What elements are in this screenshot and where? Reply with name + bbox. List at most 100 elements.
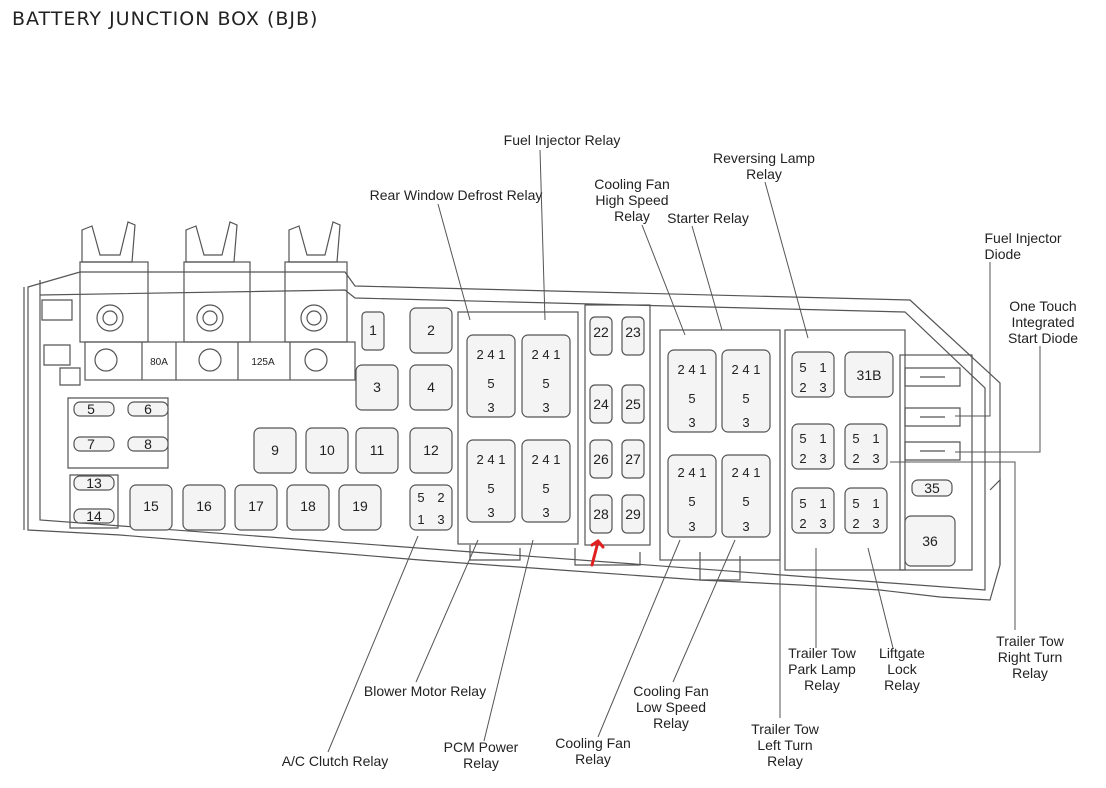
- pin-3: 3: [742, 519, 749, 534]
- fuse-36-box: [904, 515, 956, 567]
- housing-inner-outline: [39, 289, 986, 591]
- label-pcm-power-relay: PCM Power Relay: [443, 739, 519, 771]
- pin-5: 5: [799, 431, 806, 446]
- fuse-25-label: 25: [625, 396, 641, 412]
- fuse-1-box: [361, 311, 385, 351]
- leader-reversing-lamp: [764, 181, 809, 339]
- fuse-7-label: 7: [87, 436, 95, 452]
- relay-starter-box: [721, 349, 771, 433]
- pin-2: 2: [852, 451, 859, 466]
- label-cooling-fan-low-speed-relay: Cooling Fan Low Speed Relay: [633, 683, 709, 731]
- fuse-16-box: [182, 484, 226, 531]
- pin-5: 5: [799, 496, 806, 511]
- pin-3: 3: [542, 400, 549, 415]
- fuse-14-label: 14: [86, 508, 102, 524]
- fuse-27-box: [621, 439, 645, 479]
- fuse-9-box: [253, 427, 297, 474]
- pin-1: 1: [819, 360, 826, 375]
- pin-241: 2 4 1: [732, 465, 761, 480]
- label-liftgate-lock-relay: Liftgate Lock Relay: [879, 645, 925, 693]
- fuse-13-label: 13: [86, 475, 102, 491]
- label-trailer-tow-park-lamp-relay: Trailer Tow Park Lamp Relay: [788, 645, 856, 693]
- fuse-6-box: [127, 401, 169, 417]
- fuse-22-box: [589, 316, 613, 356]
- mega-fuse-125a-label: 125A: [251, 357, 275, 368]
- fuse-3-box: [355, 364, 399, 411]
- fuse-10-box: [305, 427, 349, 474]
- label-cooling-fan-high-speed-relay: Cooling Fan High Speed Relay: [594, 176, 670, 224]
- fuse-10-label: 10: [319, 442, 335, 458]
- pin-2: 2: [799, 380, 806, 395]
- fuse-6-label: 6: [144, 401, 152, 417]
- fuse-5-box: [73, 401, 115, 417]
- pin-3: 3: [872, 516, 879, 531]
- fuse-29-box: [621, 494, 645, 534]
- pin-241: 2 4 1: [532, 347, 561, 362]
- pin-2: 2: [799, 451, 806, 466]
- pin-1: 1: [872, 496, 879, 511]
- label-starter-relay: Starter Relay: [667, 210, 749, 226]
- housing-outline: [27, 271, 1001, 601]
- fuse-24-label: 24: [593, 396, 609, 412]
- mega-fuse-terminals: [79, 221, 356, 381]
- fuse-4-box: [409, 364, 453, 411]
- fuse-9-label: 9: [271, 442, 279, 458]
- fuse-11-label: 11: [370, 442, 385, 458]
- fuse-4-label: 4: [427, 379, 435, 395]
- pin-241: 2 4 1: [678, 362, 707, 377]
- pin-5: 5: [742, 494, 749, 509]
- fuse-24-box: [589, 384, 613, 424]
- pin-3: 3: [819, 380, 826, 395]
- label-fuel-injector-diode: Fuel Injector Diode: [984, 230, 1062, 262]
- pin-241: 2 4 1: [678, 465, 707, 480]
- fuse-28-box: [589, 494, 613, 534]
- fuse-11-box: [355, 427, 399, 474]
- pin-2: 2: [799, 516, 806, 531]
- pin-5: 5: [742, 391, 749, 406]
- leader-rear-window-defrost: [437, 203, 471, 321]
- fuse-2-label: 2: [427, 322, 435, 338]
- fuse-15-box: [129, 484, 173, 531]
- relay-liftgate-box: [844, 487, 888, 534]
- pin-3: 3: [872, 451, 879, 466]
- fuse-23-label: 23: [625, 324, 641, 340]
- label-fuel-injector-relay: Fuel Injector Relay: [503, 132, 621, 148]
- relay-trailer-park-box: [791, 487, 835, 534]
- label-one-touch-integrated-start-diode: One Touch Integrated Start Diode: [1007, 298, 1079, 346]
- label-cooling-fan-relay: Cooling Fan Relay: [555, 735, 631, 767]
- pin-5: 5: [487, 376, 494, 391]
- pin-3: 3: [688, 415, 695, 430]
- label-trailer-tow-right-turn-relay: Trailer Tow Right Turn Relay: [996, 633, 1064, 681]
- fuse-35-label: 35: [924, 480, 940, 496]
- fuse-31b-label: 31B: [857, 367, 882, 383]
- red-arrow-icon: [590, 539, 605, 567]
- fuse-28-label: 28: [593, 506, 609, 522]
- leader-fuel-injector-relay: [539, 149, 546, 321]
- fuse-17-box: [234, 484, 278, 531]
- relay-cooling-fan-high-box: [667, 349, 717, 433]
- fuse-12-box: [409, 427, 453, 474]
- pin-2: 2: [852, 516, 859, 531]
- fuse-19-label: 19: [352, 498, 368, 514]
- fuse-27-label: 27: [625, 451, 641, 467]
- pin-5: 5: [542, 376, 549, 391]
- leader-cooling-fan-low: [672, 539, 736, 683]
- fuse-23-box: [621, 316, 645, 356]
- relay-trailer-left-turn-box: [791, 423, 835, 470]
- leader-cooling-fan: [597, 539, 681, 738]
- leader-one-touch-diode: [955, 346, 1041, 453]
- fuse-8-box: [127, 436, 169, 452]
- fuse-17-label: 17: [248, 498, 264, 514]
- leader-liftgate: [867, 547, 894, 649]
- leader-cooling-fan-high: [641, 224, 686, 336]
- fuse-16-label: 16: [196, 498, 212, 514]
- fuse-26-box: [589, 439, 613, 479]
- relay-ac-clutch-box: [409, 484, 453, 531]
- relay-reversing-lamp-box: [791, 351, 835, 398]
- fuse-35-box: [911, 479, 953, 497]
- relay-rear-window-defrost-box: [466, 334, 516, 418]
- pin-3: 3: [819, 451, 826, 466]
- fuse-12-label: 12: [423, 442, 439, 458]
- relay-cooling-fan-box: [721, 454, 771, 538]
- pin-1: 1: [872, 431, 879, 446]
